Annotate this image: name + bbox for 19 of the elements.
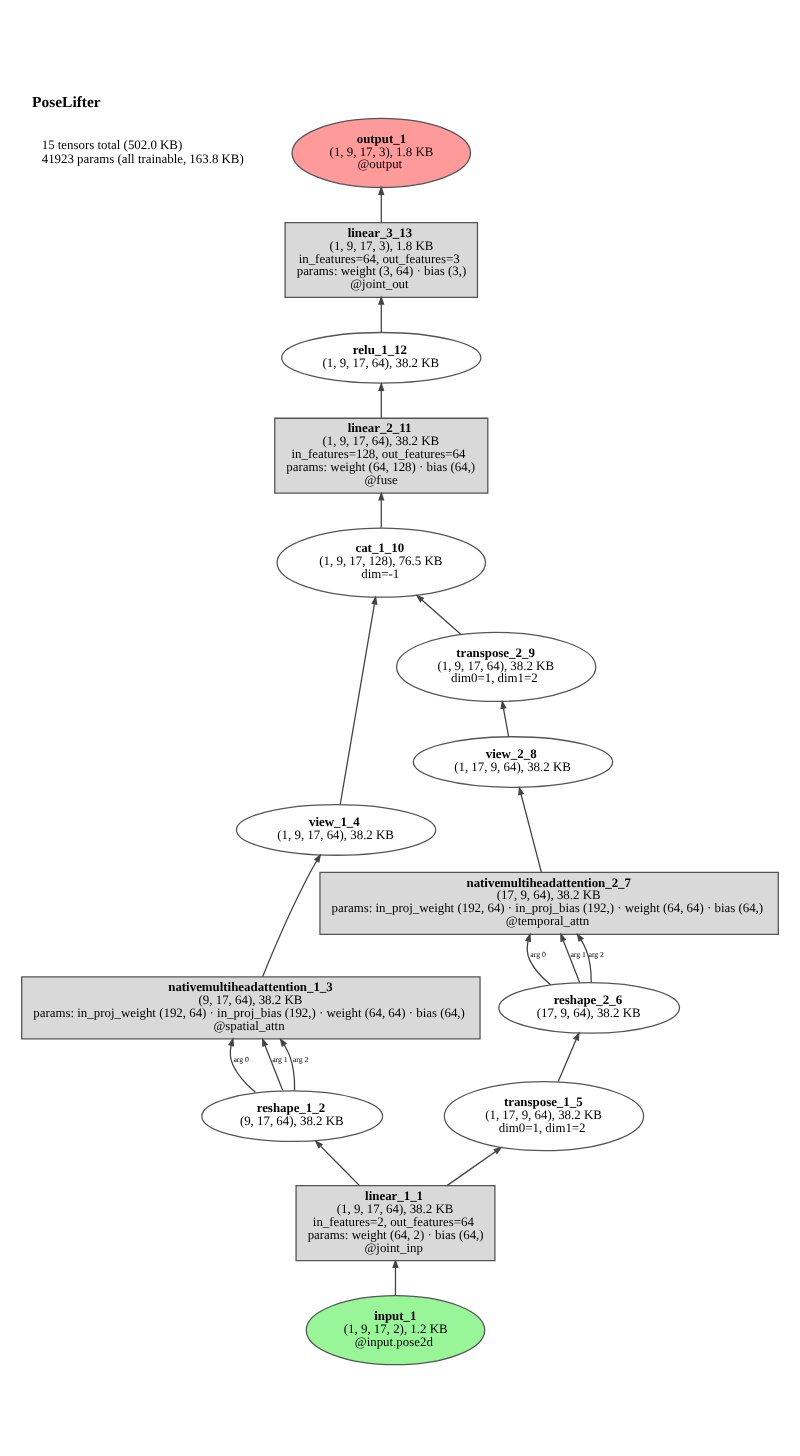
arrow <box>261 1037 284 1091</box>
arrow <box>560 932 581 984</box>
arrow <box>446 1146 503 1187</box>
arrow <box>524 932 552 986</box>
arrow <box>378 382 385 419</box>
arrow <box>378 295 385 333</box>
arrow <box>500 699 510 738</box>
arrow <box>227 1037 257 1093</box>
arrow <box>262 853 322 978</box>
arrow <box>576 932 592 983</box>
arrow <box>518 786 542 873</box>
arrow <box>339 595 378 805</box>
arrow <box>378 185 385 223</box>
arrow <box>279 1037 296 1092</box>
arrow <box>314 1139 360 1186</box>
arrow <box>557 1031 580 1083</box>
arrow <box>392 1258 399 1296</box>
arrow <box>415 594 462 635</box>
arrow <box>378 491 385 529</box>
